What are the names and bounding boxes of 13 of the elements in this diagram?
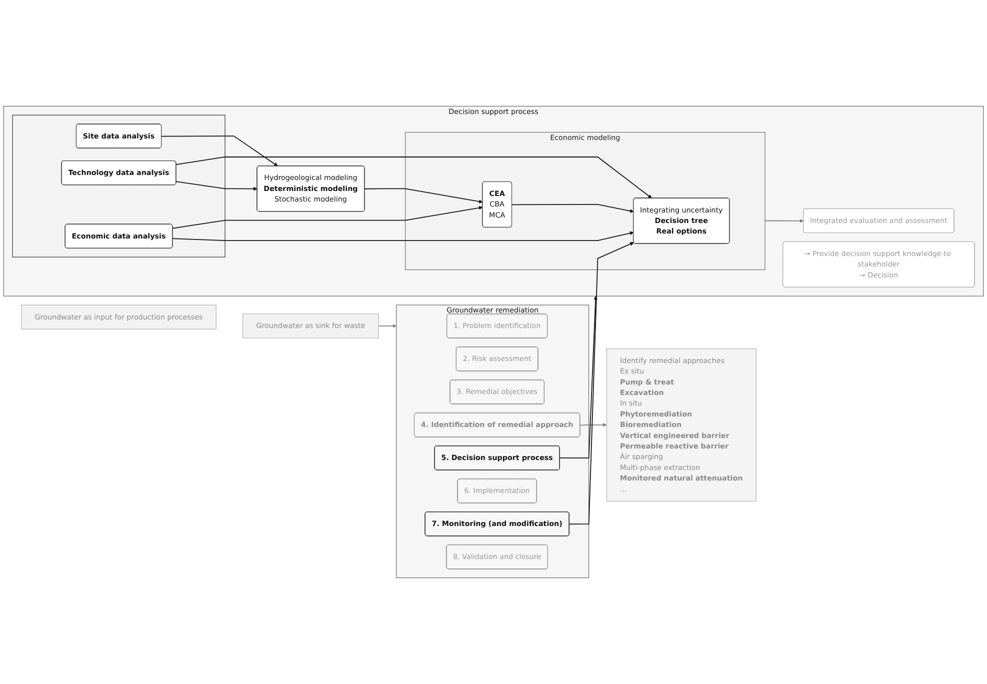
- arrow: [161, 136, 278, 166]
- arrow: [568, 242, 634, 525]
- arrow: [364, 188, 483, 204]
- arrow: [176, 181, 258, 191]
- arrow: [580, 422, 607, 427]
- cluster: [12, 114, 226, 258]
- arrow: [559, 296, 598, 458]
- arrow: [378, 324, 397, 328]
- arrow: [512, 204, 634, 213]
- arrow: [172, 231, 634, 242]
- arrow: [764, 218, 804, 223]
- arrow: [172, 206, 483, 229]
- arrow: [176, 156, 652, 198]
